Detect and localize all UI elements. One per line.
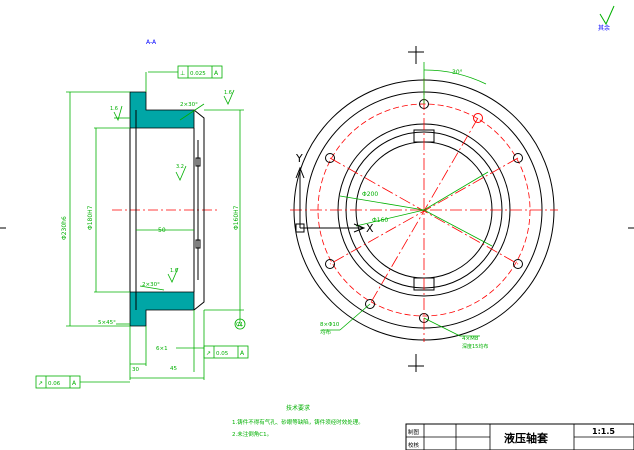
- svg-text:3.2: 3.2: [176, 164, 184, 170]
- section-hatch: [129, 91, 195, 327]
- title-row2-label: 校核: [408, 441, 420, 449]
- inner-length-dim: 50: [158, 227, 166, 234]
- outer-diameter-dim: Φ230h6: [61, 216, 68, 240]
- geo-tolerance-frame-1: ⊥ 0.025 A: [177, 65, 223, 79]
- bottom-dim-2: 45: [170, 366, 177, 372]
- section-cut-markers: [408, 46, 424, 372]
- chamfer-top-label: 2×30°: [180, 102, 198, 108]
- chamfer-corner-label: 5×45°: [98, 320, 116, 326]
- axis-y-label: Y: [295, 152, 303, 165]
- thread-sub-label: 深度15均布: [462, 343, 488, 350]
- roughness-symbol-2: [113, 105, 123, 122]
- svg-text:其余: 其余: [598, 24, 610, 32]
- bottom-dim-1: 30: [132, 367, 139, 373]
- roughness-symbol-1: [223, 89, 235, 105]
- inner-diameter-dim: Φ180H7: [87, 205, 94, 230]
- svg-text:0.025: 0.025: [190, 71, 206, 77]
- ucs-axis-icon: [295, 166, 366, 233]
- svg-text:1.6: 1.6: [224, 90, 232, 96]
- chamfer-bottom-label: 2×30°: [142, 282, 160, 288]
- datum-symbol: A: [234, 318, 246, 330]
- section-view: A-A: [35, 39, 249, 389]
- tech-note-2: 2.未注倒角C1。: [232, 430, 272, 438]
- svg-text:1.6: 1.6: [170, 268, 178, 274]
- svg-text:0.05: 0.05: [216, 351, 229, 357]
- section-outline: [129, 109, 205, 311]
- geo-tolerance-frame-2: ↗ 0.05 A: [203, 345, 249, 359]
- part-name: 液压轴套: [504, 431, 549, 445]
- svg-text:0.06: 0.06: [48, 381, 61, 387]
- pitch-circle-label: Φ200: [362, 191, 378, 198]
- svg-text:↗: ↗: [38, 380, 43, 387]
- hole-label: 8×Φ10: [320, 322, 340, 328]
- thread-label: 4×M8: [462, 336, 479, 342]
- front-dimension-lines: [322, 62, 493, 337]
- title-row1-label: 制图: [408, 428, 420, 436]
- inner-circle-label: Φ160: [372, 217, 388, 224]
- general-roughness-note: 其余: [598, 5, 615, 32]
- bore-diameter-dim: Φ160H7: [233, 205, 240, 230]
- front-view: 30° Φ200 Φ160 8×Φ10 均布 4×M8 深度15均布 Y X: [290, 46, 558, 372]
- geo-tolerance-frame-3: ↗ 0.06 A: [35, 375, 130, 389]
- title-block: 制图 校核 液压轴套 1:1.5: [405, 423, 634, 450]
- angle-label: 30°: [452, 69, 463, 76]
- scale-label: 1:1.5: [592, 427, 615, 436]
- svg-text:A: A: [240, 350, 245, 357]
- tech-note-1: 1.铸件不得有气孔、砂眼等缺陷，铸件须经时效处理。: [232, 418, 364, 426]
- svg-text:A: A: [72, 380, 77, 387]
- bottom-dim-3: 6×1: [156, 346, 168, 352]
- svg-text:1.6: 1.6: [110, 106, 118, 112]
- svg-text:↗: ↗: [206, 350, 211, 357]
- svg-text:A: A: [238, 322, 243, 329]
- roughness-symbol-4: [167, 267, 179, 283]
- svg-text:A: A: [214, 70, 219, 77]
- svg-text:⊥: ⊥: [180, 70, 185, 77]
- section-dimension-lines: [66, 71, 244, 380]
- section-label: A-A: [146, 39, 157, 46]
- axis-x-label: X: [366, 222, 374, 235]
- roughness-symbol-3: [175, 165, 187, 181]
- technical-notes: 技术要求 1.铸件不得有气孔、砂眼等缺陷，铸件须经时效处理。 2.未注倒角C1。: [232, 404, 364, 438]
- hole-sub-label: 均布: [320, 328, 332, 336]
- chamfer-c1-label: C1: [236, 322, 243, 328]
- tech-notes-title: 技术要求: [286, 404, 310, 412]
